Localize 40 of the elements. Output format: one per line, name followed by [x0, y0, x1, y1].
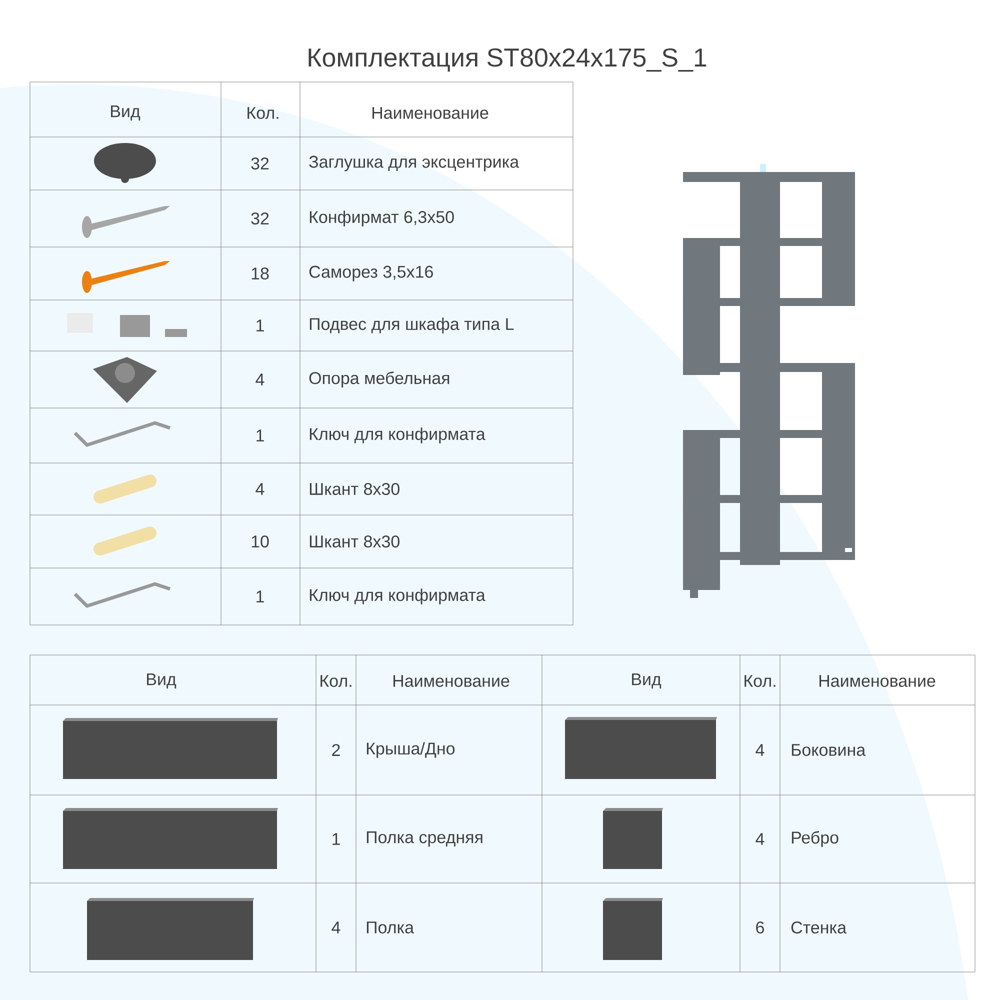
part-name: Ребро [792, 831, 838, 847]
column-header: Наименование [819, 675, 936, 687]
part-name: Ключ для конфирмата [310, 428, 486, 444]
quantity: 1 [256, 590, 264, 602]
part-name: Саморез 3,5х16 [309, 266, 433, 282]
part-name: Ключ для конфирмата [310, 588, 486, 604]
part-name: Заглушка для эксцентрика [309, 156, 520, 172]
quantity: 4 [256, 483, 264, 495]
part-name: Опора мебельная [309, 372, 450, 388]
quantity: 1 [256, 430, 264, 442]
quantity: 6 [756, 922, 764, 934]
part-name: Боковина [792, 744, 866, 756]
column-header: Кол. [248, 107, 278, 119]
quantity: 1 [332, 833, 340, 845]
quantity: 4 [756, 744, 764, 756]
column-header: Вид [147, 673, 176, 689]
column-header: Наименование [393, 675, 510, 687]
column-header: Вид [632, 673, 662, 689]
part-name: Крыша/Дно [366, 742, 455, 758]
quantity: 18 [252, 267, 269, 280]
part-name: Полка средняя [366, 831, 482, 847]
part-name: Подвес для шкафа типа L [310, 318, 514, 334]
quantity: 4 [256, 374, 264, 386]
quantity: 4 [756, 833, 764, 845]
column-header: Наименование [372, 107, 488, 119]
part-name: Полка [366, 922, 414, 934]
part-name: Стенка [791, 922, 847, 934]
column-header: Вид [111, 105, 140, 121]
quantity: 1 [256, 320, 264, 332]
part-name: Шкант 8х30 [310, 535, 400, 548]
title: Комплектация ST80x24x175_S_1 [308, 48, 706, 72]
quantity: 2 [332, 744, 340, 756]
quantity: 32 [251, 212, 269, 225]
quantity: 4 [332, 922, 340, 934]
quantity: 32 [251, 157, 269, 170]
part-name: Конфирмат 6,3х50 [310, 210, 454, 226]
part-name: Шкант 8х30 [310, 482, 400, 496]
quantity: 10 [252, 535, 269, 548]
column-header: Кол. [744, 675, 776, 687]
column-header: Кол. [320, 675, 352, 687]
